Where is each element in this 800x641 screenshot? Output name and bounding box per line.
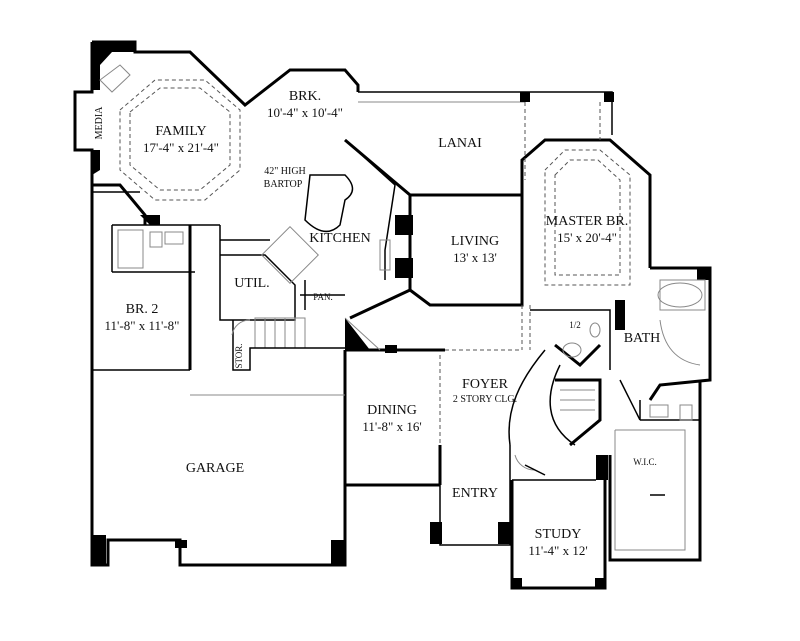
bath-label: BATH [624, 331, 661, 346]
br2-dim: 11'-8" x 11'-8" [105, 318, 180, 333]
dining-label: DINING [367, 403, 417, 418]
kitchen-label: KITCHEN [309, 231, 370, 246]
garage-label: GARAGE [186, 461, 244, 476]
br2-label: BR. 2 [126, 302, 159, 317]
storage-label: STOR. [234, 343, 244, 368]
bartop-label-line1: 42" HIGH [264, 166, 306, 177]
study-label: STUDY [535, 527, 582, 542]
living-label: LIVING [451, 234, 499, 249]
master-br-dim: 15' x 20'-4" [557, 230, 617, 245]
dining-dim: 11'-8" x 16' [362, 419, 421, 434]
util-label: UTIL. [234, 276, 269, 291]
brk-label: BRK. [289, 89, 321, 104]
entry-label: ENTRY [452, 486, 498, 501]
media-label: MEDIA [94, 106, 105, 140]
half-bath-label: 1/2 [569, 320, 581, 330]
living-dim: 13' x 13' [453, 250, 497, 265]
family-label: FAMILY [155, 124, 206, 139]
wic-label: W.I.C. [633, 457, 656, 467]
door-swings [231, 317, 546, 476]
pantry-label: PAN. [313, 292, 332, 302]
room-labels: MEDIA FAMILY 17'-4" x 21'-4" BRK. 10'-4"… [94, 89, 660, 558]
bartop-label-line2: BARTOP [264, 179, 303, 190]
master-br-label: MASTER BR. [546, 214, 628, 229]
foyer-dim: 2 STORY CLG. [453, 394, 517, 405]
family-dim: 17'-4" x 21'-4" [143, 140, 219, 155]
interior-walls [92, 138, 700, 551]
tray-ceilings [119, 79, 631, 286]
foyer-label: FOYER [462, 377, 509, 392]
lanai-label: LANAI [438, 136, 482, 151]
fixtures [99, 64, 706, 421]
brk-dim: 10'-4" x 10'-4" [267, 105, 343, 120]
study-dim: 11'-4" x 12' [528, 543, 587, 558]
